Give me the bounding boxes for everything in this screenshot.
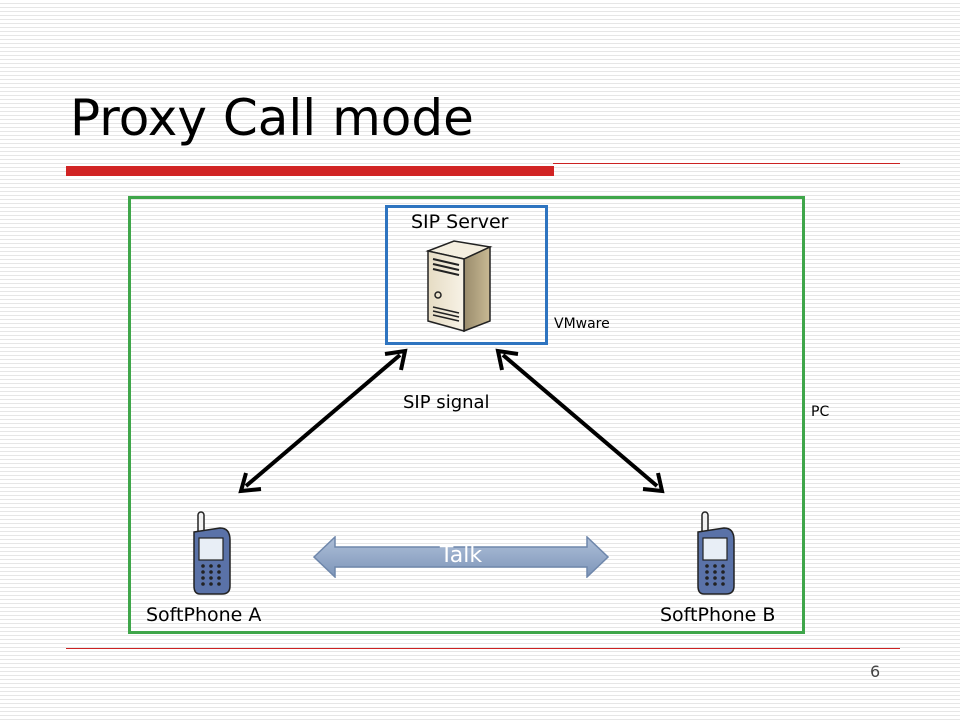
title-rule-thin bbox=[553, 163, 900, 164]
signal-arrow-a bbox=[244, 353, 402, 488]
softphone-a-label: SoftPhone A bbox=[146, 604, 262, 626]
signal-arrow-b bbox=[501, 353, 659, 488]
sip-server-label: SIP Server bbox=[411, 211, 509, 233]
talk-label: Talk bbox=[439, 543, 483, 568]
softphone-b-label: SoftPhone B bbox=[660, 604, 776, 626]
slide-title: Proxy Call mode bbox=[70, 89, 474, 147]
title-rule-thick bbox=[66, 166, 554, 176]
softphone-a-icon bbox=[193, 511, 231, 595]
signal-arrow-b-head-top bbox=[495, 348, 519, 371]
talk-arrow bbox=[313, 536, 609, 578]
signal-arrow-a-head-bottom bbox=[238, 472, 262, 494]
server-icon bbox=[425, 240, 493, 333]
softphone-b-icon bbox=[697, 511, 735, 595]
vmware-boundary-box bbox=[385, 205, 548, 345]
vmware-label: VMware bbox=[554, 316, 610, 332]
signal-arrow-b-head-bottom bbox=[642, 472, 665, 494]
signal-arrow-a-head-top bbox=[384, 348, 408, 371]
footer-rule bbox=[66, 648, 900, 649]
pc-boundary-box bbox=[128, 196, 805, 634]
pc-label: PC bbox=[811, 404, 830, 420]
sip-signal-label: SIP signal bbox=[403, 392, 490, 413]
page-number: 6 bbox=[870, 662, 881, 681]
